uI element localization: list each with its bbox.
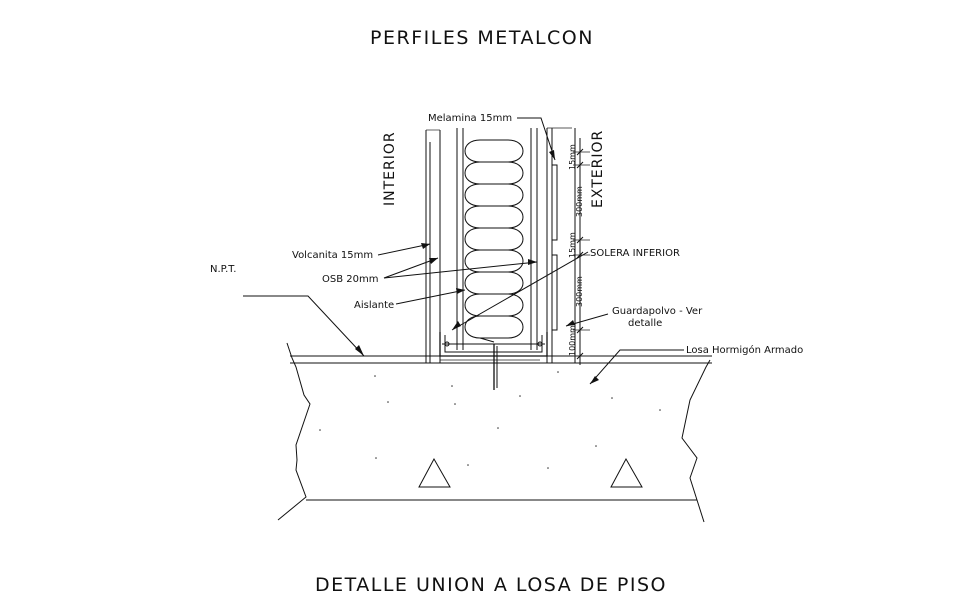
volcanita-label: Volcanita 15mm	[292, 250, 373, 261]
dimension-chain	[573, 138, 590, 365]
dim-15mm-top: 15mm	[568, 144, 577, 170]
volcanita-leader	[377, 243, 431, 256]
npt-label: N.P.T.	[210, 264, 236, 275]
level-triangle-left	[418, 457, 451, 488]
osb-label: OSB 20mm	[322, 274, 378, 285]
insulation-pattern	[464, 139, 524, 339]
solera-label: SOLERA INFERIOR	[590, 248, 680, 259]
wall-assembly	[425, 127, 576, 390]
guardapolvo-leader	[565, 313, 609, 327]
dim-300mm-top: 300mm	[575, 186, 584, 217]
guardapolvo-label-line2: detalle	[628, 318, 662, 329]
npt-leader	[243, 295, 365, 357]
concrete-aggregate-dots	[319, 371, 661, 469]
osb-leader	[383, 257, 538, 279]
dim-300mm-mid: 300mm	[575, 276, 584, 307]
guardapolvo-label-line1: Guardapolvo - Ver	[612, 306, 703, 317]
solera-leader	[451, 251, 589, 331]
aislante-label: Aislante	[354, 300, 394, 311]
drawing-title: PERFILES METALCON	[370, 27, 594, 49]
losa-label: Losa Hormigón Armado	[686, 344, 803, 356]
melamina-label: Melamina 15mm	[428, 113, 512, 124]
drawing-subtitle: DETALLE UNION A LOSA DE PISO	[315, 574, 667, 596]
melamina-leader	[517, 117, 556, 161]
concrete-slab	[277, 342, 712, 523]
level-triangle-right	[610, 457, 643, 488]
aislante-leader	[395, 288, 466, 305]
dim-100mm: 100mm	[568, 325, 577, 356]
losa-leader	[589, 349, 684, 385]
dim-15mm-mid: 15mm	[568, 232, 577, 258]
interior-label: INTERIOR	[382, 131, 398, 206]
exterior-label: EXTERIOR	[590, 130, 606, 208]
